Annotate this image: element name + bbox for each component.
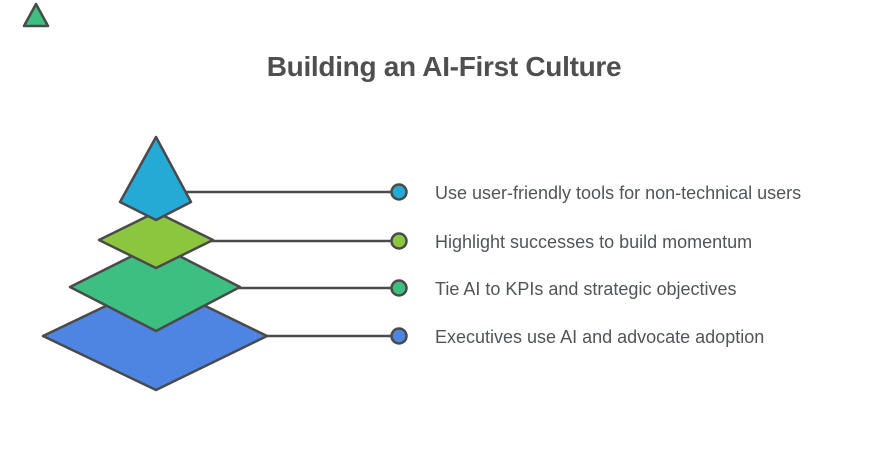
corner-triangle-icon	[22, 2, 50, 28]
pyramid-layer-1-shape	[118, 135, 193, 222]
bullet-dot-3	[390, 279, 408, 297]
pyramid-layer-2-shape	[97, 210, 215, 270]
layer-label-3: Tie AI to KPIs and strategic objectives	[435, 279, 736, 299]
pyramid-layer-3-shape	[68, 242, 242, 333]
bullet-dot-4	[390, 327, 408, 345]
layer-label-1: Use user-friendly tools for non-technica…	[435, 183, 801, 203]
page-title: Building an AI-First Culture	[267, 51, 622, 82]
bullet-dot-2	[390, 232, 408, 250]
layer-label-4: Executives use AI and advocate adoption	[435, 327, 764, 347]
bullet-dot-1	[390, 183, 408, 201]
pyramid-layer-4-shape	[41, 280, 269, 392]
layer-label-2: Highlight successes to build momentum	[435, 232, 752, 252]
